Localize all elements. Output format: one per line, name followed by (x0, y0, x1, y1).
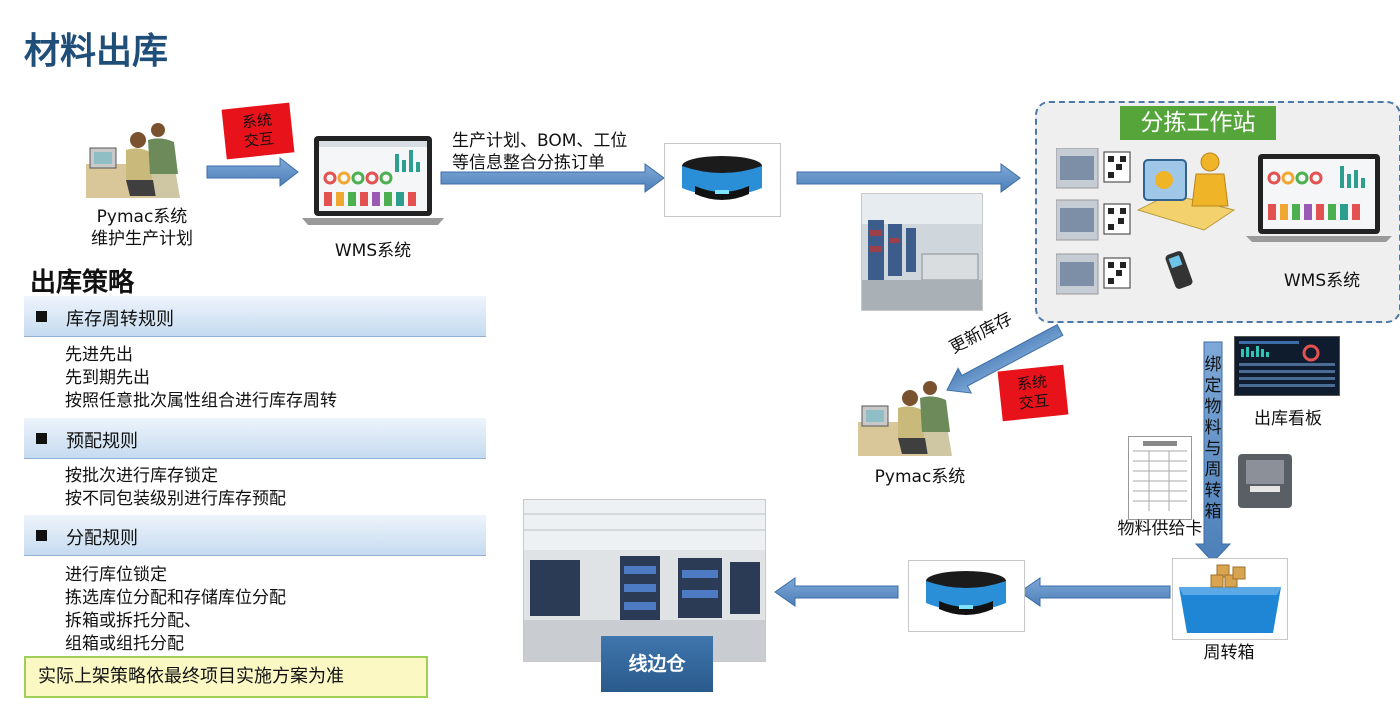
tote-label: 周转箱 (1203, 643, 1255, 663)
arrow-station-to-tote (1194, 341, 1232, 563)
strategy-item: 按不同包装级别进行库存预配 (65, 489, 286, 509)
bullet-square-icon (36, 433, 47, 444)
strategy-section-title: 预配规则 (66, 431, 138, 452)
tag-bottom-line2: 交互 (1018, 391, 1050, 413)
warehouse-shelves-photo (861, 193, 983, 311)
wms-label: WMS系统 (334, 241, 412, 261)
strategy-section-header: 预配规则 (24, 418, 486, 459)
line-side-label: 线边仓 (601, 636, 713, 692)
strategy-item: 按照任意批次属性组合进行库存周转 (65, 391, 337, 411)
strategy-note: 实际上架策略依最终项目实施方案为准 (24, 656, 428, 698)
bind-char: 周 (1204, 460, 1222, 480)
station-material-list (1055, 147, 1156, 298)
strategy-item: 进行库位锁定 (65, 565, 167, 585)
supply-card-label: 物料供给卡 (1117, 519, 1203, 539)
strategy-item: 拆箱或拆托分配、 (65, 611, 201, 631)
strategy-section-title: 分配规则 (66, 528, 138, 549)
bind-char: 定 (1204, 376, 1222, 396)
system-interaction-tag-top: 系统交互 (221, 102, 295, 160)
bind-char: 料 (1204, 418, 1222, 438)
order-info-line2: 等信息整合分拣订单 (452, 153, 605, 173)
order-info-text: 生产计划、BOM、工位 等信息整合分拣订单 (452, 130, 627, 174)
pymac-top-label-line1: Pymac系统 (96, 207, 188, 227)
strategy-item: 按批次进行库存锁定 (65, 466, 218, 486)
arrow-agv-to-station (796, 163, 1021, 193)
arrow-tote-to-agv (1019, 577, 1171, 607)
station-wms-label: WMS系统 (1283, 271, 1361, 291)
strategy-item: 组箱或组托分配 (65, 634, 184, 654)
handheld-scanner-icon (1160, 250, 1204, 292)
arrow-station-to-pymac (946, 324, 1064, 394)
outbound-board-screen (1234, 336, 1340, 396)
bind-char: 与 (1204, 439, 1222, 459)
tag-top-line2: 交互 (243, 129, 275, 151)
strategy-item: 先到期先出 (65, 368, 150, 388)
strategy-item: 先进先出 (65, 345, 133, 365)
pymac-top-label: Pymac系统 维护生产计划 (72, 206, 212, 250)
bind-material-tote-text: 绑 定 物 料 与 周 转 箱 (1203, 355, 1223, 523)
strategy-section-header: 库存周转规则 (24, 296, 486, 337)
arrow-pymac-to-wms (206, 156, 299, 188)
pymac-bottom-operators-illustration (858, 380, 970, 456)
strategy-item: 拣选库位分配和存储库位分配 (65, 588, 286, 608)
page-title: 材料出库 (24, 31, 169, 72)
supply-card-image (1128, 436, 1192, 520)
station-wms-laptop (1246, 152, 1392, 244)
wms-laptop (300, 132, 446, 228)
agv-robot-top (664, 143, 781, 217)
bind-char: 箱 (1204, 502, 1222, 522)
agv-robot-bottom (908, 560, 1025, 632)
bullet-square-icon (36, 311, 47, 322)
arrow-agv-to-lineside (774, 577, 899, 607)
bind-char: 转 (1204, 481, 1222, 501)
sorting-station-title: 分拣工作站 (1120, 106, 1276, 140)
line-side-warehouse-photo (523, 499, 766, 662)
bind-char: 物 (1204, 397, 1222, 417)
strategy-section-header: 分配规则 (24, 515, 486, 556)
station-operator-illustration (1134, 150, 1238, 240)
pymac-top-label-line2: 维护生产计划 (91, 229, 193, 249)
strategy-section-title: 库存周转规则 (66, 309, 174, 330)
order-info-line1: 生产计划、BOM、工位 (452, 131, 628, 151)
system-interaction-tag-bottom: 系统交互 (997, 364, 1069, 422)
tote-box-image (1172, 558, 1288, 640)
pymac-bottom-label: Pymac系统 (874, 467, 966, 487)
arrow-wms-to-agv (440, 163, 665, 193)
bullet-square-icon (36, 530, 47, 541)
strategy-heading: 出库策略 (30, 268, 135, 298)
bind-char: 绑 (1204, 355, 1222, 375)
outbound-board-label: 出库看板 (1254, 409, 1322, 429)
label-printer-icon (1232, 446, 1298, 512)
pymac-operators-illustration (86, 122, 198, 198)
